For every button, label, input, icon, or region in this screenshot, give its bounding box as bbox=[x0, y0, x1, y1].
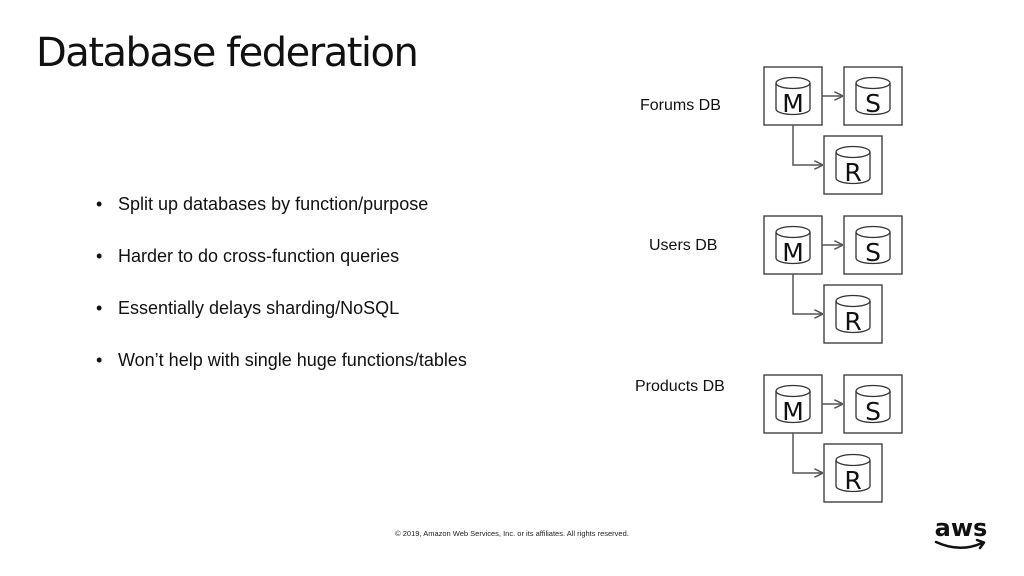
page-title: Database federation bbox=[36, 30, 419, 76]
bullet-text: Split up databases by function/purpose bbox=[118, 194, 429, 214]
users-db-label: Users DB bbox=[649, 237, 718, 254]
standby-letter: S bbox=[865, 238, 881, 267]
aws-logo-text: aws bbox=[935, 515, 988, 542]
bullet-dot: • bbox=[96, 246, 103, 266]
replica-letter: R bbox=[844, 466, 861, 495]
bullet-text: Essentially delays sharding/NoSQL bbox=[118, 298, 400, 318]
forums-db-label: Forums DB bbox=[640, 97, 721, 114]
replica-letter: R bbox=[844, 158, 861, 187]
master-letter: M bbox=[782, 397, 804, 426]
products-db-group: M S R bbox=[763, 374, 903, 503]
replica-letter: R bbox=[844, 307, 861, 336]
aws-smile-arrow-icon bbox=[975, 538, 986, 550]
aws-logo-icon: aws bbox=[934, 515, 988, 550]
standby-letter: S bbox=[865, 397, 881, 426]
bullet-item: • Essentially delays sharding/NoSQL bbox=[96, 294, 467, 346]
master-letter: M bbox=[782, 238, 804, 267]
bullet-item: • Harder to do cross-function queries bbox=[96, 242, 467, 294]
bullet-item: • Won’t help with single huge functions/t… bbox=[96, 346, 467, 374]
bullet-text: Harder to do cross-function queries bbox=[118, 246, 400, 266]
read-replica-arrow bbox=[792, 125, 822, 165]
bullet-dot: • bbox=[96, 194, 103, 214]
bullet-dot: • bbox=[96, 298, 103, 318]
read-replica-arrow bbox=[792, 274, 822, 314]
users-db-group: M S R bbox=[763, 215, 903, 344]
products-db-label: Products DB bbox=[635, 378, 725, 395]
standby-letter: S bbox=[865, 89, 881, 118]
aws-smile-icon bbox=[934, 540, 984, 549]
master-letter: M bbox=[782, 89, 804, 118]
read-replica-arrow bbox=[792, 433, 822, 473]
bullet-list: •Split up databases by function/purpose … bbox=[96, 190, 467, 374]
bullet-text: Won’t help with single huge functions/ta… bbox=[118, 350, 467, 370]
copyright-footer: © 2019, Amazon Web Services, Inc. or its… bbox=[395, 529, 629, 538]
bullet-dot: • bbox=[96, 350, 103, 370]
forums-db-group: M S R bbox=[763, 66, 903, 195]
bullet-item: • Split up databases by function/purpose bbox=[96, 190, 467, 242]
